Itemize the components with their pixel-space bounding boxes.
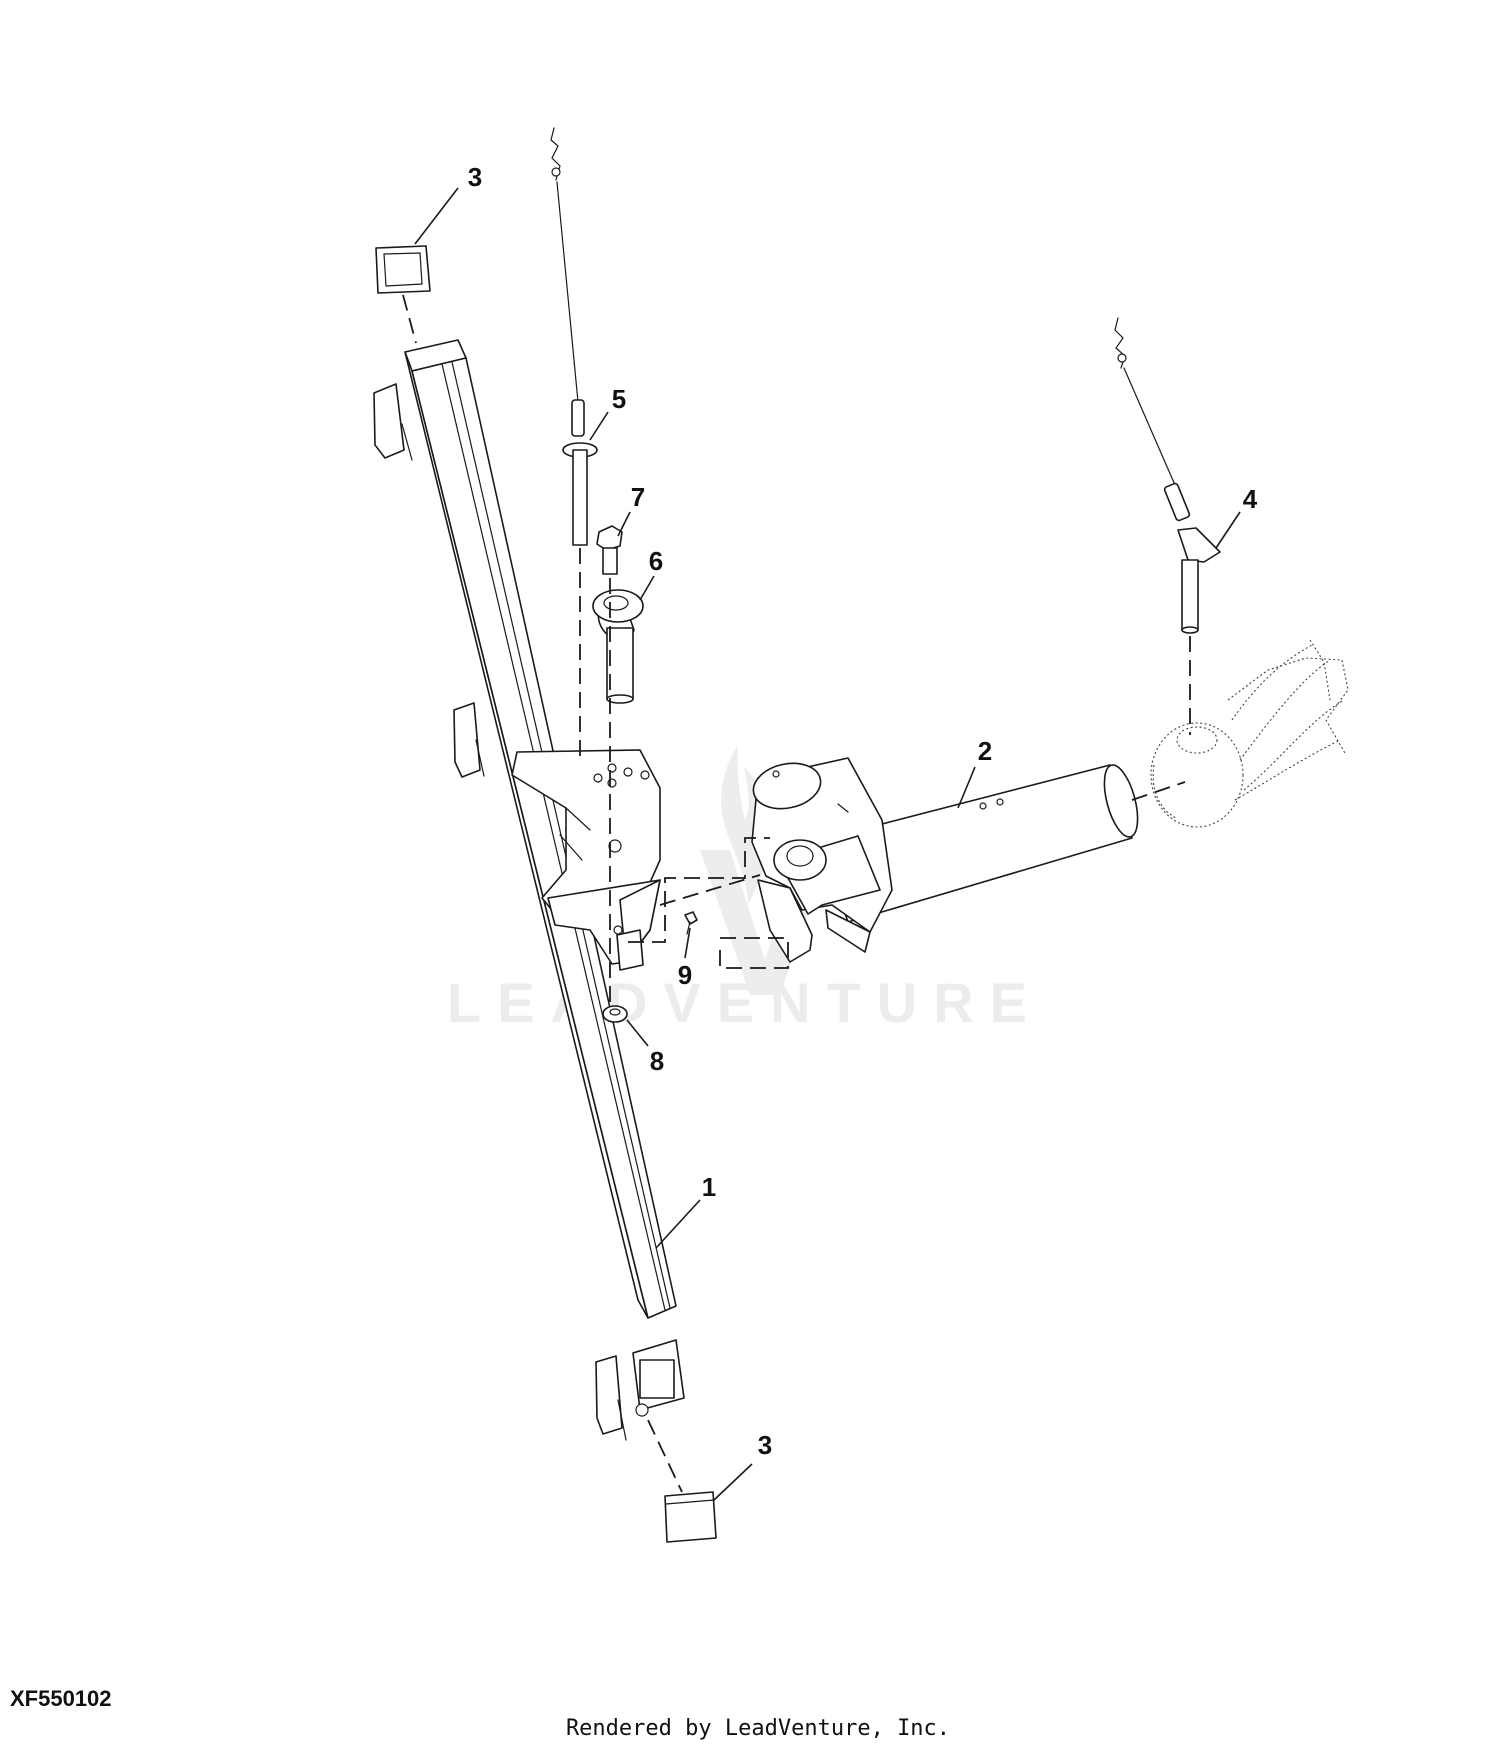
part-8-nut	[602, 1005, 628, 1023]
callout-9: 9	[678, 960, 692, 990]
part-3-end-cap-top	[375, 245, 431, 294]
callout-1: 1	[702, 1172, 716, 1202]
callout-3-bottom: 3	[758, 1430, 772, 1460]
assembly-lines	[402, 294, 1191, 1493]
callout-7: 7	[631, 482, 645, 512]
part-6-bushing	[592, 589, 644, 704]
callout-8: 8	[650, 1046, 664, 1076]
callouts: 3 5 7 6 4 2 9 8 1 3	[468, 162, 1258, 1460]
part-9-screw	[684, 911, 698, 935]
watermark: LEADVENTURE	[447, 745, 1043, 1034]
part-2-tongue	[751, 757, 1139, 963]
callout-leaders	[414, 187, 1241, 1501]
hitch-clevis-phantom	[1150, 639, 1349, 828]
watermark-text: LEADVENTURE	[447, 971, 1043, 1034]
part-4-lanyard-pin	[1114, 317, 1221, 634]
callout-6: 6	[649, 546, 663, 576]
frame-mount-bracket	[511, 749, 661, 971]
figure-id: XF550102	[10, 1686, 112, 1711]
callout-3-top: 3	[468, 162, 482, 192]
part-5-lanyard-pin	[550, 127, 598, 546]
callout-5: 5	[612, 384, 626, 414]
callout-2: 2	[978, 736, 992, 766]
part-7-bolt	[596, 525, 623, 575]
callout-4: 4	[1243, 484, 1258, 514]
part-3-end-cap-bottom	[664, 1491, 717, 1543]
render-credit: Rendered by LeadVenture, Inc.	[566, 1716, 950, 1741]
part-1-frame-tube	[373, 339, 685, 1441]
